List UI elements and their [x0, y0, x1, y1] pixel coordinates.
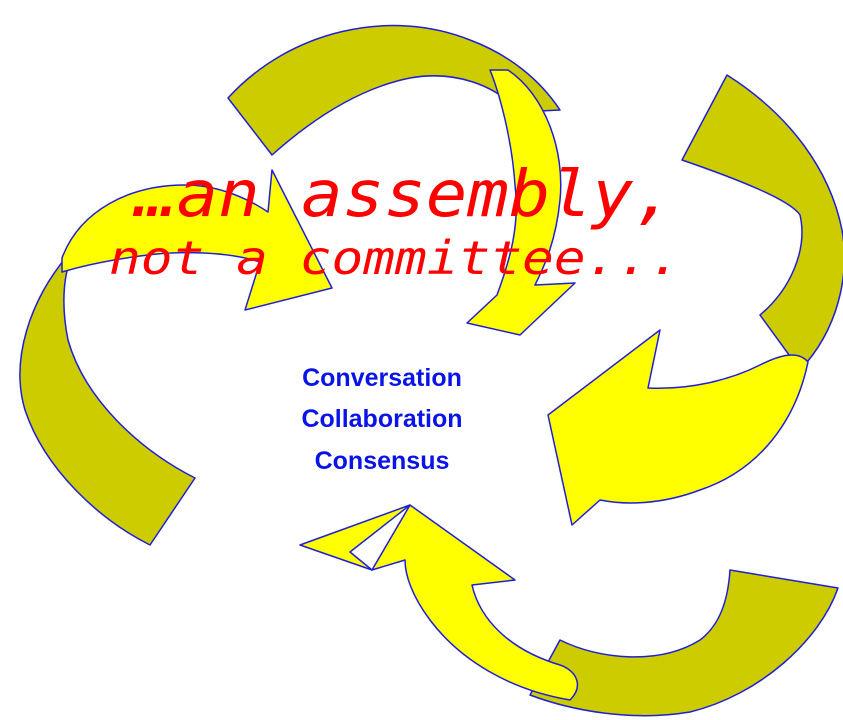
top-cycle-arrow [227, 24, 576, 336]
bottom-cycle-arrow [299, 504, 839, 717]
bottom-arrow-head [371, 504, 579, 701]
left-arrow-head [61, 169, 333, 311]
headline-line-1: …an assembly, [132, 158, 675, 232]
concept-conversation: Conversation [302, 364, 462, 392]
top-arrow-head [466, 69, 576, 336]
right-arrow-band [681, 74, 843, 371]
top-arrow-band [227, 24, 561, 156]
right-cycle-arrow [547, 74, 843, 526]
bottom-arrow-band [529, 569, 839, 717]
concept-collaboration: Collaboration [301, 405, 462, 433]
left-cycle-arrow [19, 169, 333, 546]
left-arrow-band [19, 254, 196, 546]
headline-line-2: not a committee... [109, 231, 681, 285]
bottom-arrow-fin [299, 504, 411, 571]
right-arrow-head [547, 329, 809, 526]
concept-consensus: Consensus [315, 447, 450, 475]
